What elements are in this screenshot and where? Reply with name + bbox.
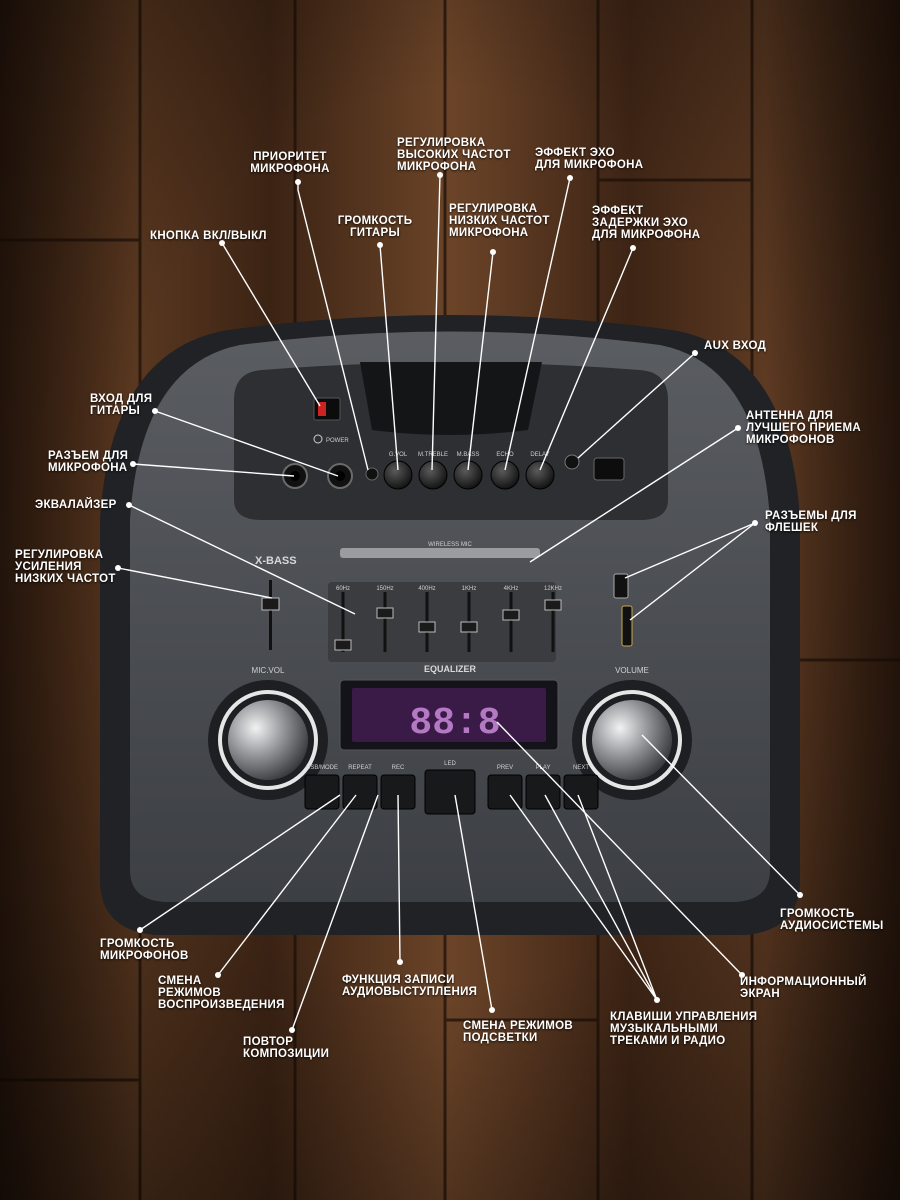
guitar-jack[interactable] [327,463,353,489]
btn-label-prev: PREV [497,765,513,771]
play-button[interactable] [525,774,561,810]
dc-input[interactable] [593,457,625,481]
mic-vol-text: MIC.VOL [252,666,285,675]
knob-label-echo: ECHO [496,452,514,458]
knob-label-delay: DELAY [530,452,549,458]
xbass-text: X-BASS [255,555,297,567]
label-repeat: ПОВТОР КОМПОЗИЦИИ [243,1036,330,1060]
label-aux-input: AUX ВХОД [704,340,767,352]
label-usb-slots: РАЗЪЕМЫ ДЛЯ ФЛЕШЕК [765,510,857,534]
eq-band-label: 1KHz [462,586,477,592]
mic-volume-knob[interactable] [208,680,328,800]
eq-track [383,592,387,652]
label-mic-treble: РЕГУЛИРОВКА ВЫСОКИХ ЧАСТОТ МИКРОФОНА [397,137,511,173]
knob-label-mbass: M.BASS [457,452,480,458]
label-light-modes: СМЕНА РЕЖИМОВ ПОДСВЕТКИ [463,1020,573,1044]
label-info-screen: ИНФОРМАЦИОННЫЙ ЭКРАН [740,976,867,1000]
mic-priority-button[interactable] [365,467,379,481]
eq-slider-3[interactable] [460,621,478,633]
label-mic-priority: ПРИОРИТЕТ МИКРОФОНА [250,151,330,175]
wireless-mic-text: WIRELESS MIC [428,542,472,548]
knob-m-bass[interactable] [453,460,483,490]
knob-label-gvol: G.VOL [389,452,408,458]
label-power-button: КНОПКА ВКЛ/ВЫКЛ [150,230,267,242]
aux-jack[interactable] [564,454,580,470]
callout-lines [115,172,803,1033]
label-mic-jack: РАЗЪЕМ ДЛЯ МИКРОФОНА [48,450,129,474]
equalizer: 60Hz 150Hz 400Hz 1KHz 4KHz 12KHz EQUALIZER [328,582,562,674]
label-guitar-input: ВХОД ДЛЯ ГИТАРЫ [90,393,153,417]
label-play-modes: СМЕНА РЕЖИМОВ ВОСПРОИЗВЕДЕНИЯ [158,975,285,1011]
mic-jack[interactable] [282,463,308,489]
eq-track [509,592,513,652]
eq-slider-4[interactable] [502,609,520,621]
eq-slider-2[interactable] [418,621,436,633]
eq-band-label: 400Hz [418,586,435,592]
label-equalizer: ЭКВАЛАЙЗЕР [35,499,117,511]
eq-slider-0[interactable] [334,639,352,651]
btn-label-next: NEXT [573,765,589,771]
eq-band-label: 12KHz [544,586,562,592]
handle-cavity [360,362,542,435]
equalizer-text: EQUALIZER [424,664,477,674]
label-antenna: АНТЕННА ДЛЯ ЛУЧШЕГО ПРИЕМА МИКРОФОНОВ [746,410,861,446]
wireless-antenna [340,548,540,558]
xbass-slider[interactable] [261,597,280,611]
label-system-volume: ГРОМКОСТЬ АУДИОСИСТЕМЫ [780,908,884,932]
led-button[interactable] [424,769,476,815]
eq-track [551,592,555,652]
label-mic-bass: РЕГУЛИРОВКА НИЗКИХ ЧАСТОТ МИКРОФОНА [449,203,550,239]
volume-text: VOLUME [615,666,649,675]
knob-delay[interactable] [525,460,555,490]
power-icon [313,434,323,444]
label-mic-echo: ЭФФЕКТ ЭХО ДЛЯ МИКРОФОНА [535,147,644,171]
eq-slider-1[interactable] [376,607,394,619]
btn-label-mode: USB/MODE [306,765,338,771]
btn-label-repeat: REPEAT [348,765,372,771]
usb-slot[interactable] [613,573,629,599]
eq-band-label: 4KHz [504,586,519,592]
label-track-controls: КЛАВИШИ УПРАВЛЕНИЯ МУЗЫКАЛЬНЫМИ ТРЕКАМИ … [610,1011,758,1047]
label-guitar-volume: ГРОМКОСТЬ ГИТАРЫ [337,215,413,239]
btn-label-rec: REC [392,765,405,771]
btn-label-play: PLAY [536,765,551,771]
mode-button[interactable] [304,774,340,810]
eq-track [341,592,345,652]
eq-band-label: 60Hz [336,586,350,592]
repeat-button[interactable] [342,774,378,810]
label-bass-boost: РЕГУЛИРОВКА УСИЛЕНИЯ НИЗКИХ ЧАСТОТ [15,549,116,585]
display-screen [352,688,546,742]
label-mic-volume: ГРОМКОСТЬ МИКРОФОНОВ [100,938,189,962]
label-echo-delay: ЭФФЕКТ ЗАДЕРЖКИ ЭХО ДЛЯ МИКРОФОНА [592,205,701,241]
knob-m-treble[interactable] [418,460,448,490]
knob-g-vol[interactable] [383,460,413,490]
sd-slot[interactable] [621,605,633,647]
label-recording: ФУНКЦИЯ ЗАПИСИ АУДИОВЫСТУПЛЕНИЯ [342,974,478,998]
control-buttons [304,769,599,815]
eq-band-label: 150Hz [376,586,393,592]
eq-slider-5[interactable] [544,599,562,611]
knob-echo[interactable] [490,460,520,490]
master-volume-knob[interactable] [572,680,692,800]
display-digits: 88:8 [409,702,500,745]
btn-label-led: LED [444,761,456,767]
power-text: POWER [326,438,349,444]
